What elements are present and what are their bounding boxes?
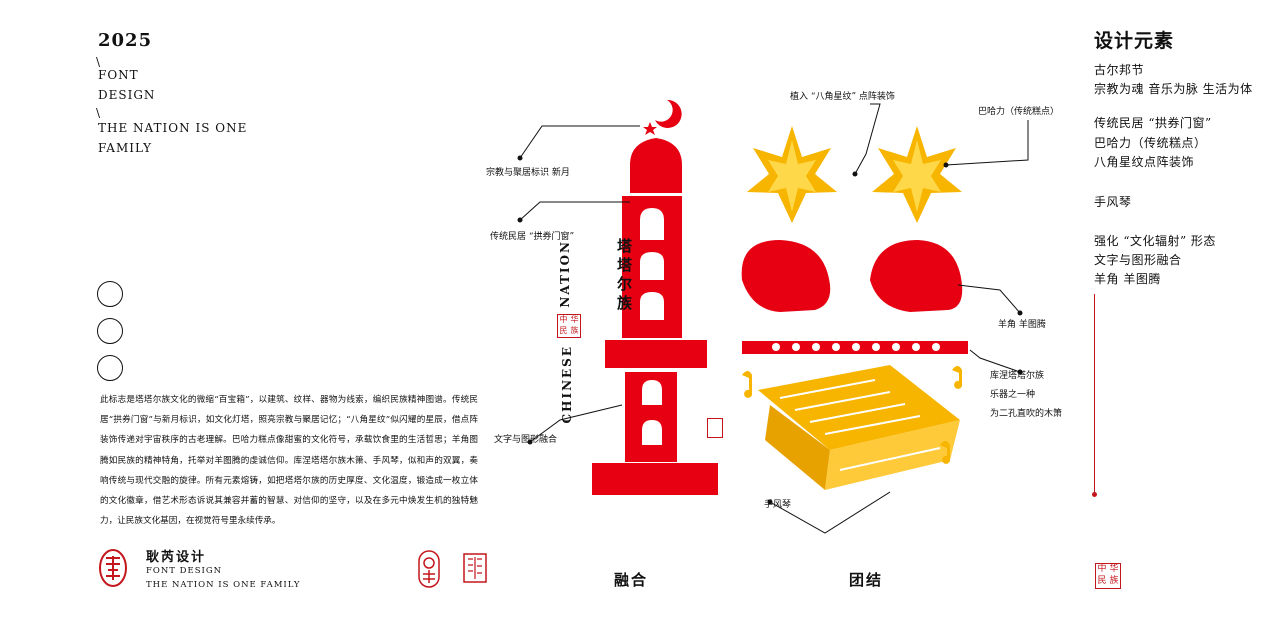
annotation-flute: 为二孔直吹的木箫	[990, 409, 1063, 419]
nation-vertical-text: NATION	[558, 240, 572, 308]
design-label: DESIGN	[98, 88, 156, 102]
stamp-char: 族	[1109, 576, 1119, 586]
logo-graphic	[517, 99, 1029, 534]
element-line: 巴哈力（传统糕点）	[1094, 136, 1207, 150]
annotation-star: 植入 “八角星纹” 点阵装饰	[790, 92, 895, 102]
stamp-char: 民	[1097, 576, 1107, 586]
stamp-char: 中	[559, 315, 568, 324]
annotation-text-graphic: 文字与图形融合	[494, 435, 558, 445]
element-line: 八角星纹点阵装饰	[1094, 155, 1195, 169]
star-icon	[643, 122, 657, 135]
year-label: 2025	[98, 30, 153, 51]
brand-name: 耿芮设计	[146, 550, 207, 565]
element-line: 宗教为魂 音乐为脉 生活为体	[1094, 82, 1253, 96]
flute-icon	[742, 341, 968, 354]
crescent-icon	[655, 99, 682, 128]
stamp-char: 华	[570, 315, 579, 324]
annotation-crescent: 宗教与聚居标识 新月	[486, 168, 570, 178]
circle-marker	[97, 318, 123, 344]
zhonghua-stamp: 中 华 民 族	[1095, 563, 1121, 589]
nation-label: THE NATION IS ONE	[98, 121, 248, 135]
element-line: 古尔邦节	[1094, 63, 1145, 77]
brand-subtitle: FONT DESIGN	[146, 566, 223, 576]
element-line: 手风琴	[1094, 195, 1132, 209]
accordion-icon	[742, 365, 963, 490]
element-line: 强化 “文化辐射” 形态	[1094, 234, 1216, 248]
circle-marker	[97, 281, 123, 307]
divider-slash: \	[96, 106, 101, 120]
seal-icon	[418, 550, 440, 588]
description-paragraph: 此标志是塔塔尔族文化的微缩“百宝箱”，以建筑、纹样、器物为线索，编织民族精神图谱…	[100, 395, 478, 527]
element-line: 文字与图形融合	[1094, 253, 1182, 267]
square-seal-icon	[463, 553, 487, 583]
element-line: 羊角 羊图腾	[1094, 272, 1161, 286]
family-label: FAMILY	[98, 141, 153, 155]
stamp-char: 民	[559, 326, 568, 335]
brand-subtitle: THE NATION IS ONE FAMILY	[146, 580, 301, 590]
chinese-vertical-text: CHINESE	[560, 345, 574, 424]
eight-point-star-icon	[872, 126, 962, 223]
stamp-char: 族	[570, 326, 579, 335]
tower-chinese-text: 塔塔尔族	[615, 238, 633, 314]
vertical-rule	[1094, 294, 1095, 494]
stamp-char: 中	[1097, 564, 1107, 574]
annotation-arch: 传统民居 “拱券门窗”	[490, 232, 575, 242]
fusion-word: 融合	[614, 571, 649, 589]
annotation-ram: 羊角 羊图腾	[998, 320, 1046, 330]
design-elements-title: 设计元素	[1094, 30, 1175, 52]
circle-marker	[97, 355, 123, 381]
ram-horn-icon	[741, 240, 831, 312]
divider-slash: \	[96, 55, 101, 69]
stamp-char: 华	[1109, 564, 1119, 574]
annotation-flute: 乐器之一种	[990, 390, 1036, 400]
font-label: FONT	[98, 68, 139, 82]
element-line: 传统民居 “拱券门窗”	[1094, 116, 1212, 130]
annotation-flute: 库涅塔塔尔族	[990, 371, 1045, 381]
rule-dot	[1092, 492, 1097, 497]
brand-seal-icon	[98, 548, 128, 588]
zhonghua-small-stamp: 中 华 民 族	[557, 314, 581, 338]
annotation-accordion: 手风琴	[764, 500, 792, 510]
unity-word: 团结	[849, 571, 884, 589]
small-seal-icon	[707, 418, 723, 438]
annotation-bahali: 巴哈力（传统糕点）	[978, 107, 1060, 117]
eight-point-star-icon	[747, 126, 837, 223]
ram-horn-icon	[870, 240, 963, 312]
